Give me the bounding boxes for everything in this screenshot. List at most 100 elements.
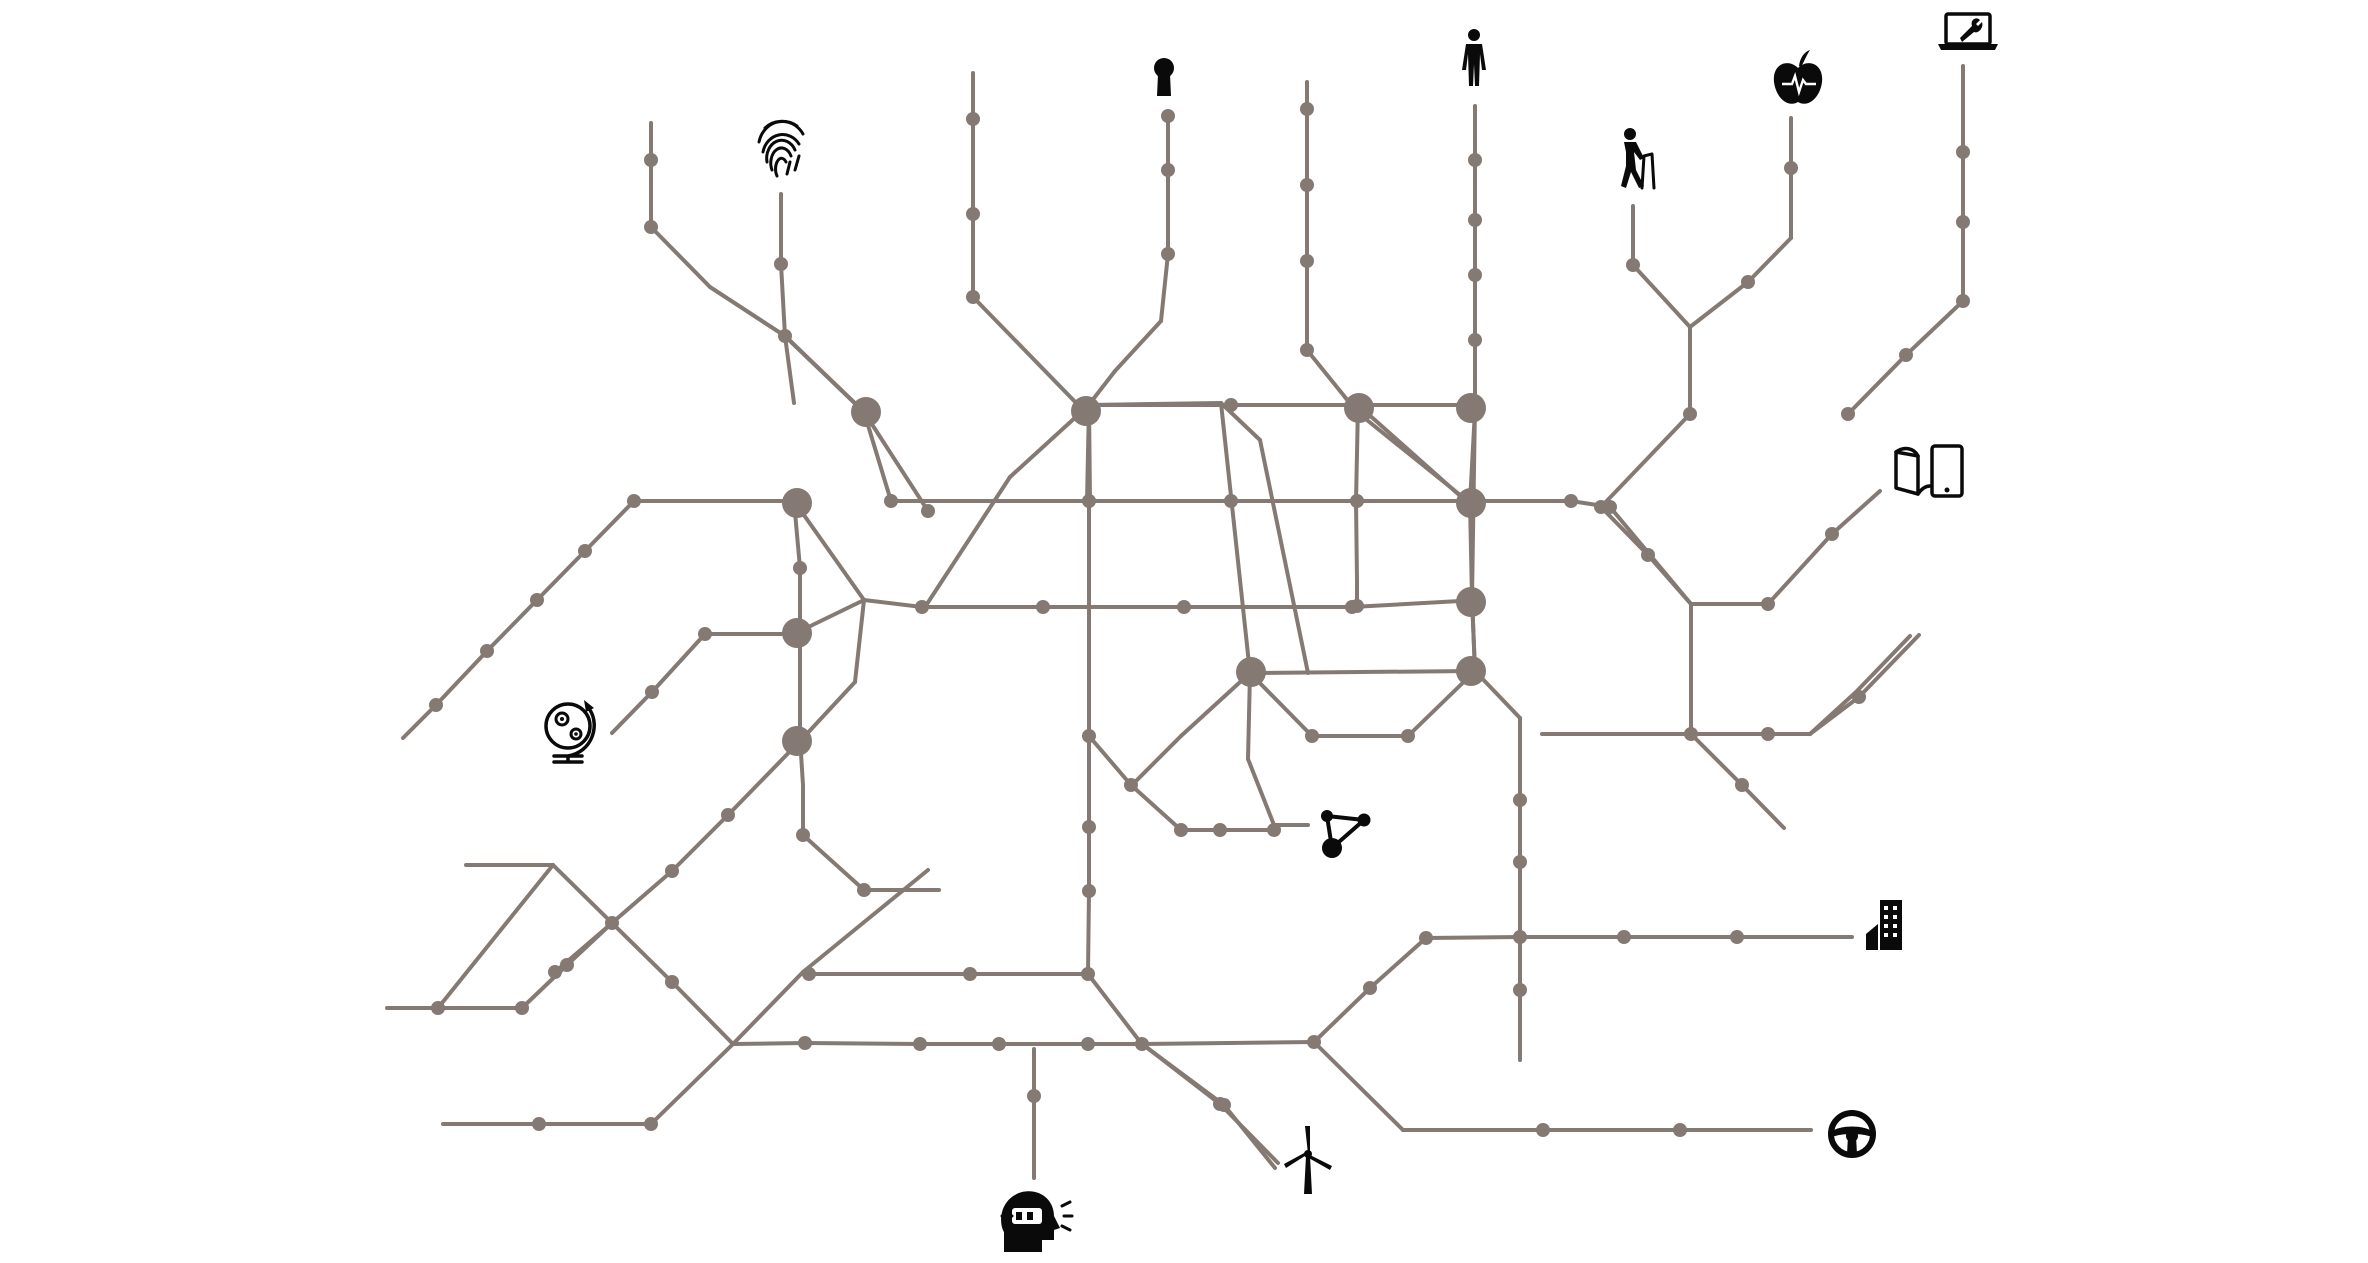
station-node — [1177, 600, 1191, 614]
station-node — [1307, 1035, 1321, 1049]
station-node — [1135, 1037, 1149, 1051]
network-line-segment — [1740, 783, 1786, 830]
station-node — [1213, 823, 1227, 837]
station-node — [915, 600, 929, 614]
station-node — [1468, 153, 1482, 167]
station-node — [1825, 527, 1839, 541]
network-line-segment — [1113, 319, 1163, 373]
fingerprint-icon — [757, 119, 805, 178]
network-line-segment — [1248, 669, 1477, 675]
station-node — [1730, 930, 1744, 944]
network-line-segment — [535, 549, 587, 602]
station-node — [1468, 333, 1482, 347]
hub-node — [782, 726, 812, 756]
station-node — [1300, 343, 1314, 357]
network-line-segment — [1857, 633, 1921, 699]
station-node — [665, 975, 679, 989]
station-node — [1081, 967, 1095, 981]
network-line-segment — [1222, 1103, 1277, 1170]
station-node — [532, 1117, 546, 1131]
network-line-segment — [610, 921, 674, 984]
network-line-segment — [1258, 438, 1310, 675]
network-line-segment — [1846, 353, 1908, 416]
network-line-segment — [1087, 734, 1133, 787]
network-line-segment — [1086, 972, 1143, 1045]
station-node — [1161, 109, 1175, 123]
network-line-segment — [610, 869, 674, 925]
network-line-segment — [923, 475, 1012, 609]
network-line-segment — [1808, 690, 1858, 736]
station-node — [793, 561, 807, 575]
network-line-segment — [801, 921, 865, 974]
station-node — [1267, 823, 1281, 837]
network-line-segment — [779, 262, 787, 338]
network-line-segment — [1219, 401, 1252, 675]
station-node — [857, 883, 871, 897]
station-node — [1300, 178, 1314, 192]
elderly-walker-icon — [1621, 128, 1656, 190]
network-line-segment — [861, 868, 930, 925]
station-node — [665, 864, 679, 878]
station-node — [1784, 161, 1798, 175]
station-node — [1626, 258, 1640, 272]
station-node — [1350, 599, 1364, 613]
network-line-segment — [862, 410, 930, 513]
network-line-segment — [650, 632, 707, 694]
station-node — [698, 627, 712, 641]
station-node — [1161, 163, 1175, 177]
station-node — [1761, 597, 1775, 611]
book-tablet-icon — [1894, 444, 1964, 498]
station-node — [992, 1037, 1006, 1051]
station-node — [721, 808, 735, 822]
network-line-segment — [801, 680, 857, 740]
station-node — [1082, 884, 1096, 898]
network-line-segment — [670, 813, 730, 873]
network-line-segment — [1354, 499, 1359, 582]
station-node — [1673, 1123, 1687, 1137]
station-node — [1899, 348, 1913, 362]
station-node — [644, 1117, 658, 1131]
network-line-segment — [1179, 671, 1252, 738]
station-node — [1217, 1098, 1231, 1112]
apple-health-icon — [1773, 50, 1823, 104]
network-nodes-icon — [1321, 810, 1371, 858]
network-line-segment — [862, 410, 893, 503]
station-node — [798, 1036, 812, 1050]
station-node — [913, 1037, 927, 1051]
network-line-segment — [436, 863, 555, 1010]
station-node — [1350, 494, 1364, 508]
station-node — [966, 207, 980, 221]
network-line-segment — [434, 649, 489, 707]
hub-node — [1344, 393, 1374, 423]
station-node — [548, 965, 562, 979]
network-line-segment — [1904, 299, 1965, 357]
network-line-segment — [1368, 936, 1428, 990]
network-line-segment — [783, 334, 866, 414]
station-node — [480, 644, 494, 658]
network-line-segment — [610, 690, 654, 735]
network-line-segment — [1599, 505, 1650, 557]
station-node — [1603, 500, 1617, 514]
station-node — [1081, 1037, 1095, 1051]
station-node — [1741, 275, 1755, 289]
network-line-segment — [1312, 1040, 1405, 1132]
station-node — [1224, 494, 1238, 508]
hub-node — [1456, 488, 1486, 518]
station-node — [627, 494, 641, 508]
network-line-segment — [853, 598, 866, 684]
laptop-wrench-icon — [1938, 12, 1998, 50]
station-node — [963, 967, 977, 981]
hub-node — [782, 488, 812, 518]
network-line-segment — [803, 1041, 922, 1046]
network-line-segment — [649, 225, 712, 289]
network-line-segment — [783, 334, 796, 405]
network-line-segment — [649, 1042, 735, 1126]
network-line-segment — [401, 703, 438, 740]
network-line-segment — [1140, 1042, 1226, 1107]
network-line-segment — [565, 921, 614, 967]
building-icon — [1866, 900, 1902, 950]
network-line-segment — [1424, 935, 1522, 940]
station-node — [1513, 855, 1527, 869]
station-node — [966, 112, 980, 126]
